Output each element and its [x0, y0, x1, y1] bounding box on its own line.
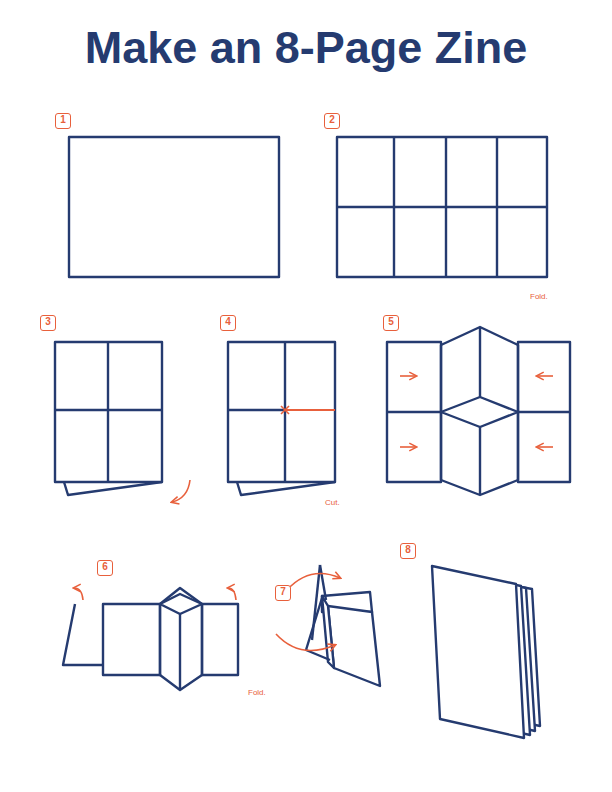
step-number: 5	[384, 317, 398, 327]
step-badge: 3	[40, 315, 56, 331]
step-badge: 6	[97, 560, 113, 576]
step-badge: 8	[400, 543, 416, 559]
step-number: 8	[401, 545, 415, 555]
step-number: 4	[221, 317, 235, 327]
step-number: 6	[98, 562, 112, 572]
page-title: Make an 8-Page Zine	[0, 22, 612, 74]
step-number: 7	[276, 587, 290, 597]
folded-grid	[337, 137, 547, 277]
pushed-sheet	[387, 327, 570, 495]
instruction-note: Fold.	[530, 292, 548, 301]
step-number: 1	[56, 115, 70, 125]
step-badge: 2	[324, 113, 340, 129]
step-badge: 5	[383, 315, 399, 331]
step-badge: 4	[220, 315, 236, 331]
folded-half	[55, 342, 162, 495]
instruction-note: Fold.	[248, 688, 266, 697]
step-number: 3	[41, 317, 55, 327]
step-badge: 7	[275, 585, 291, 601]
step-number: 2	[325, 115, 339, 125]
instruction-note: Cut.	[325, 498, 340, 507]
orange-marks	[74, 376, 553, 650]
folding-booklet	[306, 565, 380, 686]
step-badge: 1	[55, 113, 71, 129]
sheet	[69, 137, 279, 277]
finished-zine	[432, 566, 540, 738]
star-fold	[63, 588, 238, 690]
cut-sheet	[228, 342, 335, 495]
